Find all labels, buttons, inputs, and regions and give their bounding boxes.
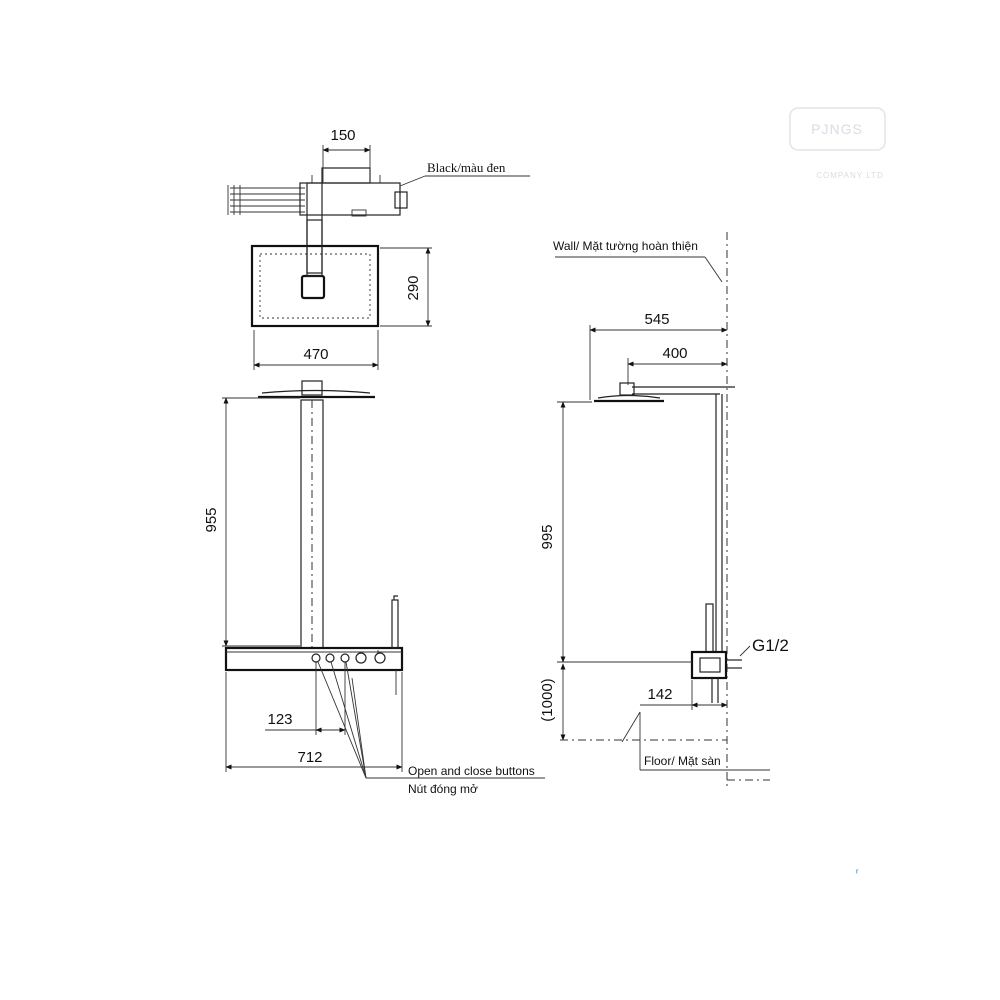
buttons-note-vi: Nút đóng mở [408,782,478,796]
front-offset-label: 123 [267,711,292,728]
top-view: 150 Black/màu đen [227,127,530,274]
head-width-label: 470 [303,346,328,363]
side-base-height-label: (1000) [539,678,556,721]
arm-total-label: 545 [644,311,669,328]
shower-head-plan: 470 290 [250,219,432,370]
watermark-text: PJNGS [811,121,863,137]
arm-label: 400 [662,345,687,362]
watermark-logo: PJNGS COMPANY LTD [789,107,886,180]
front-height-label: 955 [203,507,220,532]
top-view-color-note: Black/màu đen [427,160,506,175]
top-view-width-label: 150 [330,127,355,144]
buttons-note-en: Open and close buttons [408,764,535,778]
wall-note: Wall/ Mặt tường hoàn thiện [553,239,698,253]
connection-label: G1/2 [752,636,789,655]
side-view: Wall/ Mặt tường hoàn thiện 545 400 G1/2 [539,232,789,790]
watermark-subtext: COMPANY LTD [816,171,883,180]
front-view: 955 123 712 Open and close buttons Nút đ… [203,380,545,796]
head-depth-label: 290 [405,275,422,300]
floor-note: Floor/ Mặt sàn [644,754,721,768]
front-total-width-label: 712 [297,749,322,766]
stray-mark: ʳ [856,868,859,879]
side-depth-label: 142 [647,686,672,703]
side-height-label: 995 [539,524,556,549]
